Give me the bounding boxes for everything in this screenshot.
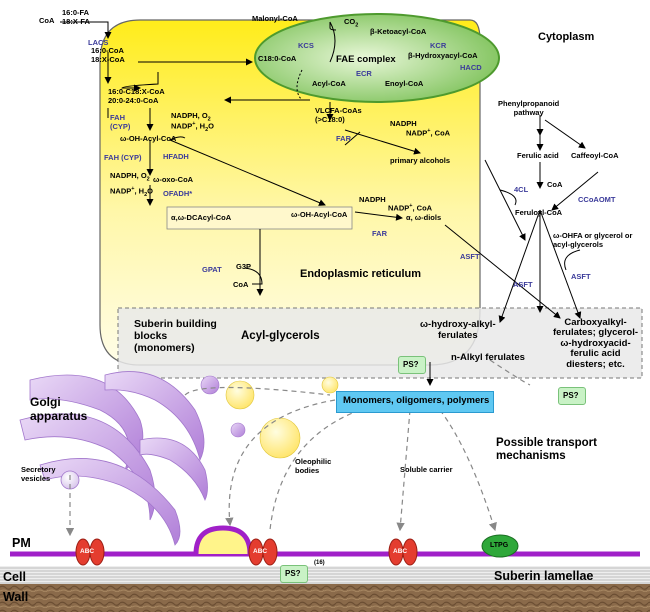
acyl-coa: Acyl-CoA	[312, 79, 346, 88]
abc-label-1: ABC	[80, 548, 95, 555]
enoyl-coa: Enoyl-CoA	[385, 79, 424, 88]
soluble-carrier-label: Soluble carrier	[400, 465, 453, 474]
nadph-o2-2: NADPH, O2	[110, 171, 150, 183]
gpat-enzyme: GPAT	[202, 265, 222, 274]
oleophilic-body-1	[225, 380, 255, 410]
nadph-far1: NADPH	[390, 119, 417, 128]
fah-cyp-enzyme-1: FAH (CYP)	[110, 113, 131, 131]
c18-coa: C18:0-CoA	[258, 54, 297, 63]
monomers-oligomers-polymers-box: Monomers, oligomers, polymers	[336, 391, 494, 413]
long-chain-coa: 16:0-C18:X-CoA 20:0-24:0-CoA	[108, 87, 165, 105]
secretory-vesicles-label: Secretory vesicles	[21, 465, 56, 483]
fae-complex-ellipse	[254, 13, 500, 103]
n-alkyl-ferulates: n-Alkyl ferulates	[451, 352, 525, 363]
omega-oh-acyl-coa-2: ω-OH-Acyl-CoA	[291, 210, 348, 219]
far-enzyme-2: FAR	[372, 229, 387, 238]
membrane-bulge	[193, 525, 253, 555]
carboxyalkyl-ferulates: Carboxyalkyl- ferulates; glycerol- ω-hyd…	[553, 317, 638, 370]
fae-complex-label: FAE complex	[336, 54, 396, 65]
ps-box-2: PS?	[558, 387, 586, 405]
pm-label: PM	[12, 536, 31, 550]
hydroxyalkyl-ferulates: ω-hydroxy-alkyl- ferulates	[420, 319, 496, 341]
abc-transporter-3	[388, 538, 418, 566]
kcs-enzyme: KCS	[298, 41, 314, 50]
suberin-lamellae-label: Suberin lamellae	[494, 569, 594, 583]
ofadh-enzyme: OFADH*	[163, 189, 193, 198]
ltpg-transporter	[481, 534, 519, 558]
g3p: G3P	[236, 262, 252, 271]
nadp-coa-far1: NADP+, CoA	[406, 128, 451, 138]
malonyl-coa: Malonyl-CoA	[252, 14, 298, 23]
diols: α, ω-diols	[406, 213, 442, 222]
coa-4cl: CoA	[547, 180, 563, 189]
building-blocks-box	[117, 307, 643, 379]
far-enzyme-1: FAR	[336, 134, 351, 143]
omega-oxo-coa: ω-oxo-CoA	[153, 175, 194, 184]
primary-alcohols: primary alcohols	[390, 156, 451, 165]
oleophilic-body-2	[259, 417, 301, 459]
ltpg-label: LTPG	[490, 542, 509, 549]
cell-wall-soil	[0, 584, 650, 612]
transport-label: Possible transport mechanisms	[496, 437, 597, 463]
ferulic-acid: Ferulic acid	[517, 151, 559, 160]
abc-transporter-1	[75, 538, 105, 566]
nadph-o2-1: NADPH, O2	[171, 111, 211, 123]
abc-transporter-2	[248, 538, 278, 566]
er-label: Endoplasmic reticulum	[300, 268, 422, 280]
oleophilic-body-3	[321, 376, 339, 394]
abc-label-3: ABC	[393, 548, 408, 555]
coa-gpat: CoA	[233, 280, 249, 289]
suberin-lamellae-band	[0, 566, 650, 584]
coa-top: CoA	[39, 16, 55, 25]
dca-coa: α,ω-DCAcyl-CoA	[171, 213, 232, 222]
nadp-h2o-1: NADP+, H2O	[171, 121, 214, 133]
acyl-glycerols: Acyl-glycerols	[241, 330, 320, 342]
ccoaomt-enzyme: CCoAOMT	[578, 195, 616, 204]
fah-cyp-enzyme-2: FAH (CYP)	[104, 153, 142, 162]
golgi-label: Golgi apparatus	[30, 395, 88, 423]
nadph-far2: NADPH	[359, 195, 386, 204]
fa-input: 16:0-FA 18:X-FA	[62, 8, 90, 26]
abc-label-2: ABC	[253, 548, 268, 555]
building-blocks-label: Suberin building blocks (monomers)	[134, 318, 217, 355]
asft-enzyme-1: ASFT	[460, 252, 480, 261]
feruloyl-coa: Feruloyl-CoA	[515, 208, 563, 217]
asft-enzyme-3: ASFT	[513, 280, 533, 289]
ketoacyl-coa: β-Ketoacyl-CoA	[370, 27, 427, 36]
vlcfa-coas: VLCFA-CoAs (>C18:0)	[315, 106, 362, 124]
fa-coa: 16:0-CoA 18:X-CoA	[91, 46, 125, 64]
ps-box-3: PS?	[280, 565, 308, 583]
asft-enzyme-2: ASFT	[571, 272, 591, 281]
ecr-enzyme: ECR	[356, 69, 372, 78]
hacd-enzyme: HACD	[460, 63, 482, 72]
phenylpropanoid-pathway: Phenylpropanoid pathway	[498, 99, 560, 117]
ps-box-1: PS?	[398, 356, 426, 374]
lacs-enzyme: LACS	[88, 38, 109, 47]
co2: CO2	[344, 17, 359, 29]
ref-16: (16)	[314, 560, 325, 566]
cytoplasm-label: Cytoplasm	[538, 31, 595, 43]
caffeoyl-coa: Caffeoyl-CoA	[571, 151, 619, 160]
hfadh-enzyme: HFADH	[163, 152, 189, 161]
wall-label: Wall	[3, 590, 29, 604]
nadp-h2o-2: NADP+, H2O	[110, 186, 153, 198]
kcr-enzyme: KCR	[430, 41, 447, 50]
4cl-enzyme: 4CL	[514, 185, 529, 194]
golgi-apparatus	[19, 371, 246, 546]
ohfa-glycerol: ω-OHFA or glycerol or acyl-glycerols	[553, 231, 633, 249]
hydroxyacyl-coa: β-Hydroxyacyl-CoA	[408, 51, 478, 60]
oleophilic-bodies-label: Oleophilic bodies	[295, 457, 332, 475]
nadp-coa-far2: NADP+, CoA	[388, 203, 433, 213]
cell-label: Cell	[3, 570, 26, 584]
omega-oh-acyl-coa: ω-OH-Acyl-CoA	[120, 134, 177, 143]
